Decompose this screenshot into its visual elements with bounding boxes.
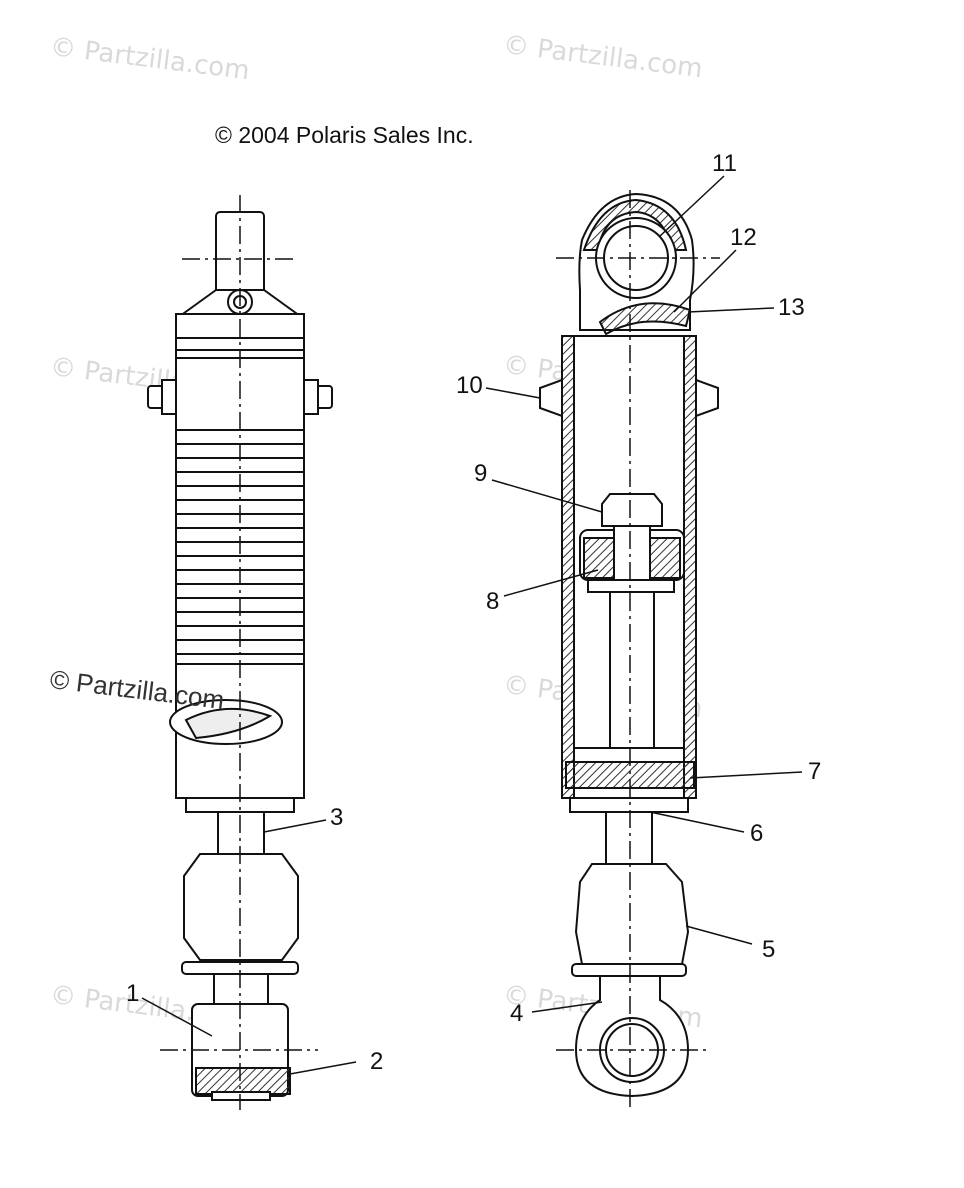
callout-13: 13 bbox=[778, 294, 805, 321]
right-shock-assembly bbox=[539, 192, 719, 1098]
callout-7: 7 bbox=[808, 758, 822, 785]
leader-lines bbox=[141, 175, 803, 1075]
callout-3: 3 bbox=[330, 804, 344, 831]
callout-5: 5 bbox=[762, 936, 776, 963]
copyright-text: © 2004 Polaris Sales Inc. bbox=[215, 122, 474, 148]
left-shock-assembly bbox=[147, 211, 333, 1101]
center-lines bbox=[160, 190, 720, 1110]
callout-4: 4 bbox=[510, 1000, 524, 1027]
callout-9: 9 bbox=[474, 460, 488, 487]
callout-8: 8 bbox=[486, 588, 500, 615]
callout-1: 1 bbox=[126, 980, 140, 1007]
callout-2: 2 bbox=[370, 1048, 384, 1075]
callout-11: 11 bbox=[712, 150, 737, 177]
callout-6: 6 bbox=[750, 820, 764, 847]
callout-12: 12 bbox=[730, 224, 757, 251]
callout-10: 10 bbox=[456, 372, 483, 399]
